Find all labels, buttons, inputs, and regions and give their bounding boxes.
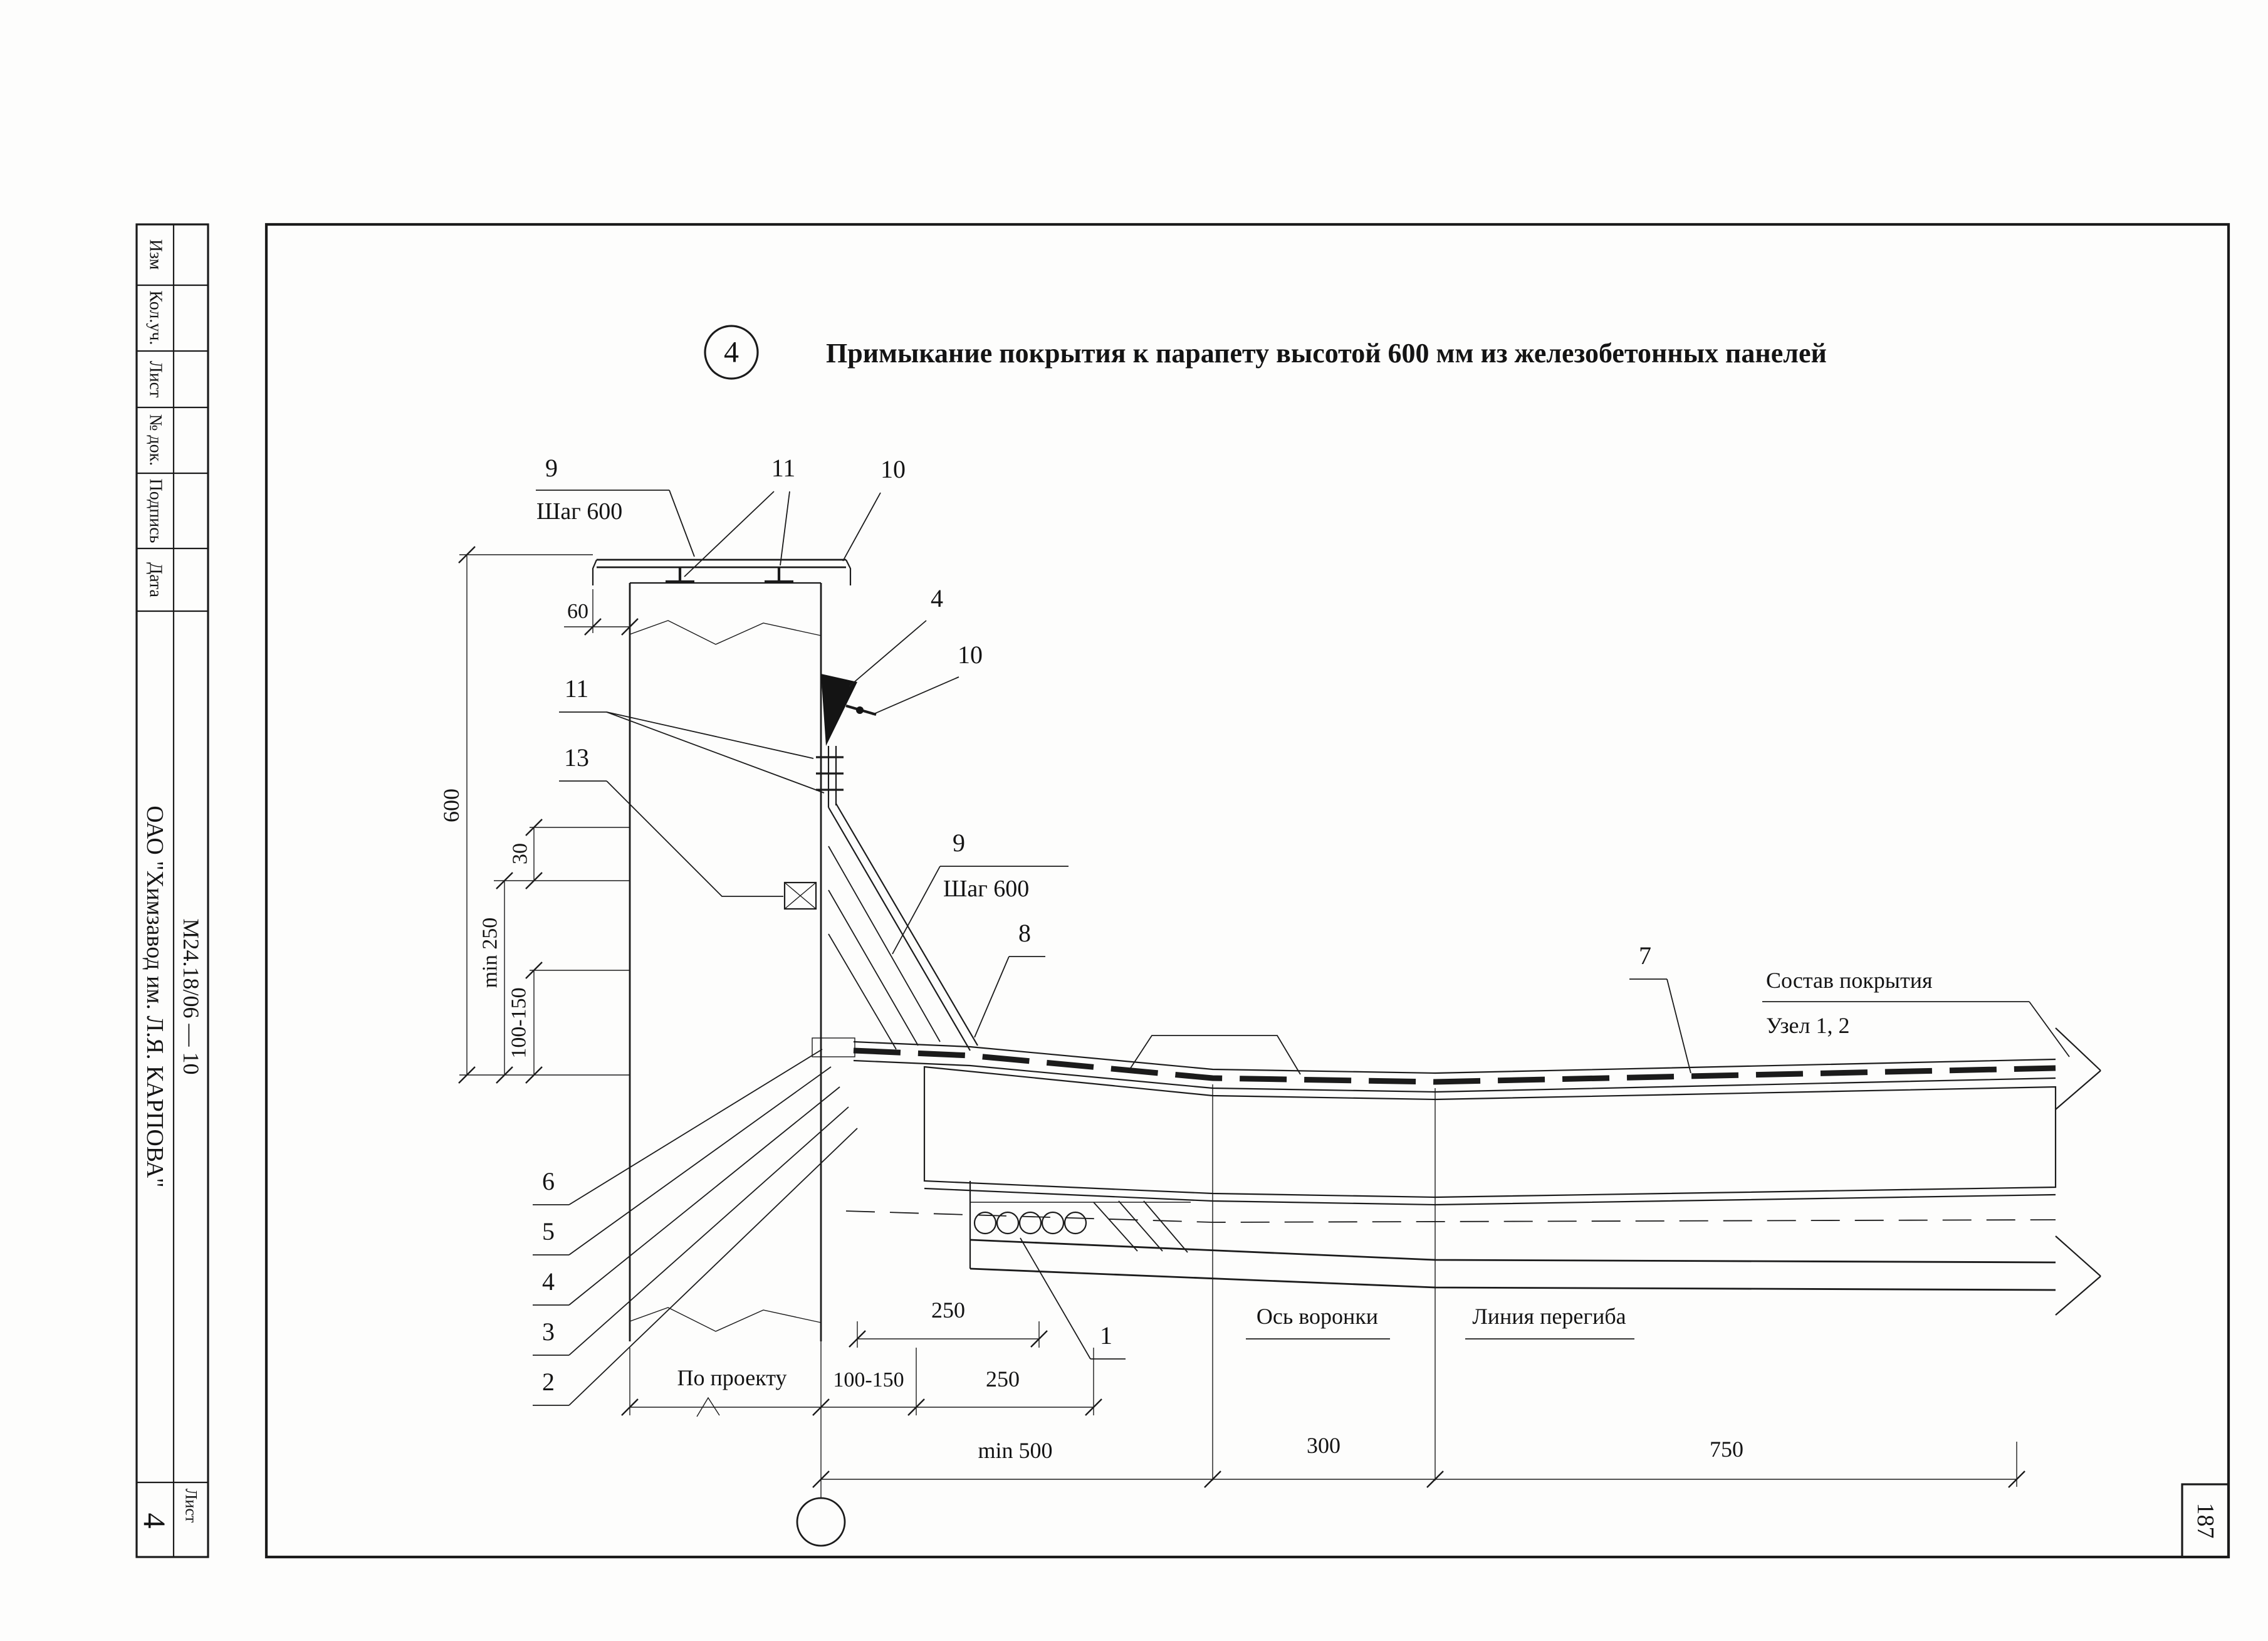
callout-3: 3 xyxy=(542,1318,555,1346)
callout-2: 2 xyxy=(542,1368,555,1396)
wall-dowel xyxy=(783,881,817,910)
callout-5: 5 xyxy=(542,1217,555,1245)
stamp-col-podpis: Подпись xyxy=(146,479,165,543)
stamp-col-list: Лист xyxy=(146,361,165,398)
callout-11-left: 11 xyxy=(565,674,589,703)
callout-6: 6 xyxy=(542,1167,555,1195)
stamp-col-kol: Кол.уч. xyxy=(146,291,165,345)
callout-7: 7 xyxy=(1639,941,1651,970)
notes: Ось воронки Линия перегиба Состав покрыт… xyxy=(1246,968,2070,1340)
covering-top-line xyxy=(853,1041,2056,1074)
callout-10-right: 10 xyxy=(958,641,983,669)
doc-code: М24.18/06 — 10 xyxy=(179,918,204,1074)
callout-4-right: 4 xyxy=(931,584,943,612)
membrane-heavy-dash xyxy=(853,1047,2056,1085)
sheet-frame: 1 8 7 xyxy=(264,223,2230,1559)
node-number: 4 xyxy=(724,336,739,369)
stamp-col-doc: № док. xyxy=(146,414,165,466)
dim-100-150-bottom: 100-150 xyxy=(833,1368,904,1392)
parapet-cap xyxy=(592,558,852,585)
parapet-section xyxy=(592,558,978,1341)
sheet-label: Лист xyxy=(182,1489,201,1523)
callout-1: 1 xyxy=(1100,1321,1112,1350)
upturn-layers xyxy=(828,846,941,1050)
callout-step600-top: Шаг 600 xyxy=(536,498,622,525)
callout-10-top: 10 xyxy=(881,455,906,483)
stamp-col-izm: Изм xyxy=(146,239,165,270)
dim-250-upper: 250 xyxy=(931,1298,965,1323)
note-funnel-axis: Ось воронки xyxy=(1257,1304,1378,1329)
dim-po-proektu: По проекту xyxy=(677,1365,787,1390)
org-name: ОАО "Химзавод им. Л.Я. КАРПОВА" xyxy=(142,805,168,1187)
sheet-number: 4 xyxy=(137,1513,172,1529)
screed-line xyxy=(924,1187,2056,1206)
callout-9-top: 9 xyxy=(545,454,558,482)
note-bend-line: Линия перегиба xyxy=(1472,1304,1626,1329)
callout-8: 8 xyxy=(1018,919,1031,947)
slab-bottom-line xyxy=(969,1267,2056,1291)
callout-13-left: 13 xyxy=(564,743,589,772)
note-coating: Состав покрытия xyxy=(1766,968,1933,993)
slab-top-line xyxy=(969,1239,2056,1264)
dim-250-bottom: 250 xyxy=(986,1366,1020,1392)
drawing-header: 4 Примыкание покрытия к парапету высотой… xyxy=(704,325,1827,380)
dim-min-500: min 500 xyxy=(978,1438,1052,1463)
corner-clamp-strip xyxy=(812,1037,855,1057)
parapet-wall xyxy=(629,583,822,1341)
stamp-col-data: Дата xyxy=(146,562,165,597)
dim-600: 600 xyxy=(439,789,464,822)
page-number: 187 xyxy=(2192,1503,2218,1539)
roof-assembly xyxy=(796,846,2101,1547)
callout-step600-mid: Шаг 600 xyxy=(943,876,1029,902)
note-node-ref: Узел 1, 2 xyxy=(1766,1013,1850,1038)
page-number-box xyxy=(2181,1483,2230,1558)
title-block-border xyxy=(135,223,209,1558)
cap-crutch xyxy=(765,567,793,584)
dim-min-250: min 250 xyxy=(479,918,502,988)
node-bubble xyxy=(704,325,759,380)
dim-100-150-vert: 100-150 xyxy=(508,987,531,1058)
covering-bottom-line xyxy=(853,1059,2056,1093)
callout-4-left: 4 xyxy=(542,1267,555,1296)
insulation-layer xyxy=(923,1066,2057,1198)
dim-60: 60 xyxy=(567,600,588,623)
dim-750: 750 xyxy=(1710,1437,1743,1462)
fastener xyxy=(845,704,877,716)
grid-bubble xyxy=(796,1497,846,1547)
drawing-frame xyxy=(264,223,2230,1559)
metal-apron xyxy=(816,746,978,1051)
title-block: Изм Кол.уч. Лист № док. Подпись Дата ОАО… xyxy=(135,223,209,1558)
callout-11-top: 11 xyxy=(771,454,796,482)
callouts: 9 Шаг 600 11 10 4 10 11 13 9 Шаг 600 8 xyxy=(533,454,1691,1406)
break-arrow-right xyxy=(2055,1027,2101,1316)
sealant-wedge xyxy=(821,674,857,746)
wall-break-line xyxy=(629,1307,822,1332)
cap-crutch xyxy=(666,567,694,584)
dim-30: 30 xyxy=(509,843,532,864)
drawing-title: Примыкание покрытия к парапету высотой 6… xyxy=(826,338,1827,369)
wall-break-line xyxy=(629,620,822,645)
callout-9-mid: 9 xyxy=(953,829,965,857)
dim-300: 300 xyxy=(1307,1433,1340,1458)
dimensions: 600 min 250 30 100-150 60 250 xyxy=(439,546,2025,1488)
drain-funnel-outline xyxy=(1127,1035,1301,1075)
dim-break-symbol xyxy=(696,1397,720,1417)
support-pocket-stuffing xyxy=(973,1200,1188,1253)
